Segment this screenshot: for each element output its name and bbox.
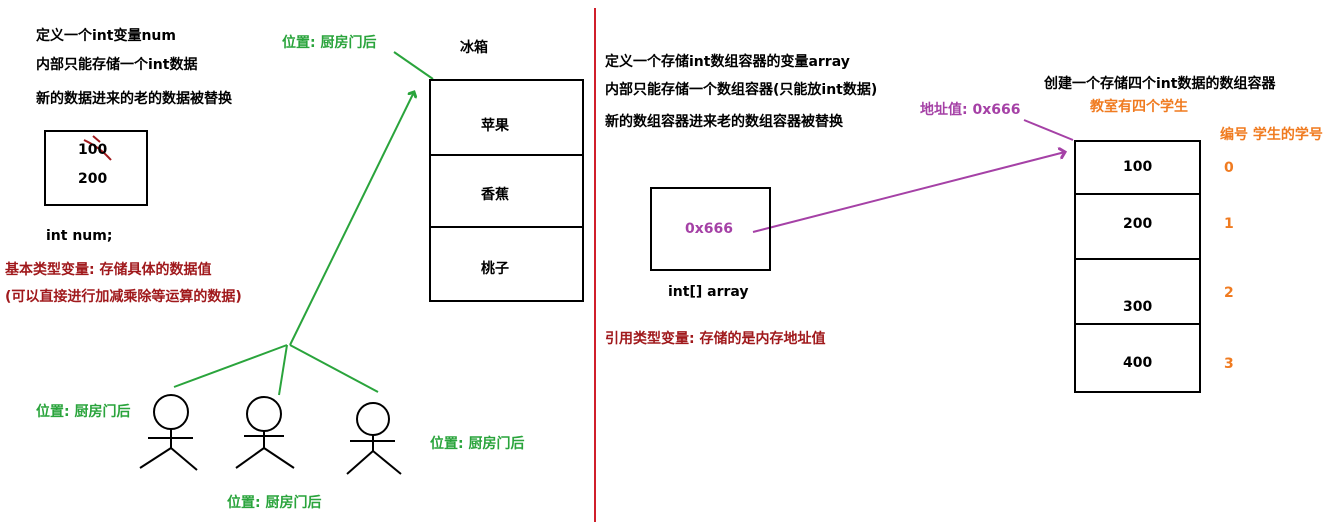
- fridge-compartment: [429, 226, 584, 302]
- person-figure: [139, 394, 198, 471]
- array-element: 400: [1123, 355, 1153, 371]
- right-line-1: 定义一个存储int数组容器的变量array: [605, 54, 850, 70]
- person-figure: [235, 396, 295, 469]
- array-element: 300: [1123, 299, 1153, 315]
- var-declaration: int num;: [46, 228, 113, 244]
- array-index: 2: [1224, 285, 1234, 301]
- right-line-2: 内部只能存储一个数组容器(只能放int数据): [605, 82, 878, 98]
- address-pointer: [1023, 119, 1074, 141]
- fridge-title: 冰箱: [460, 40, 488, 56]
- people-connector: [173, 344, 288, 388]
- fridge-location-pointer: [393, 51, 434, 80]
- person-location-label: 位置: 厨房门后: [227, 495, 322, 511]
- array-cell: [1074, 323, 1201, 393]
- container-title: 创建一个存储四个int数据的数组容器: [1044, 76, 1276, 92]
- person-figure: [346, 402, 402, 475]
- fridge-item: 香蕉: [481, 187, 509, 203]
- fridge-location: 位置: 厨房门后: [282, 35, 377, 51]
- person-location-label: 位置: 厨房门后: [36, 404, 131, 420]
- new-value: 200: [78, 171, 108, 187]
- reference-note: 引用类型变量: 存储的是内存地址值: [605, 331, 826, 347]
- array-index: 0: [1224, 160, 1234, 176]
- fridge-item: 苹果: [481, 118, 509, 134]
- array-index: 3: [1224, 356, 1234, 372]
- array-element: 200: [1123, 216, 1153, 232]
- array-declaration: int[] array: [668, 284, 749, 300]
- person-location-label: 位置: 厨房门后: [430, 436, 525, 452]
- people-connector: [289, 344, 379, 393]
- index-header: 编号 学生的学号: [1220, 127, 1323, 143]
- address-label: 地址值: 0x666: [920, 102, 1021, 118]
- strike-mark: [83, 139, 112, 161]
- reference-arrow: [752, 152, 1065, 233]
- pointer-arrow-to-fridge: [289, 92, 414, 346]
- num-variable-box: [44, 130, 148, 206]
- old-value: 100: [78, 142, 108, 158]
- primitive-note-1: 基本类型变量: 存储具体的数据值: [5, 262, 212, 278]
- array-value: 0x666: [685, 221, 733, 237]
- left-line-2: 内部只能存储一个int数据: [36, 57, 198, 73]
- fridge-item: 桃子: [481, 261, 509, 277]
- array-element: 100: [1123, 159, 1153, 175]
- people-connector: [278, 344, 288, 396]
- primitive-note-2: (可以直接进行加减乘除等运算的数据): [5, 289, 242, 305]
- left-line-3: 新的数据进来的老的数据被替换: [36, 91, 232, 107]
- strike-mark-2: [92, 135, 101, 143]
- right-line-3: 新的数组容器进来老的数组容器被替换: [605, 114, 843, 130]
- classroom-note: 教室有四个学生: [1090, 99, 1188, 115]
- left-line-1: 定义一个int变量num: [36, 28, 176, 44]
- array-variable-box: [650, 187, 771, 271]
- array-index: 1: [1224, 216, 1234, 232]
